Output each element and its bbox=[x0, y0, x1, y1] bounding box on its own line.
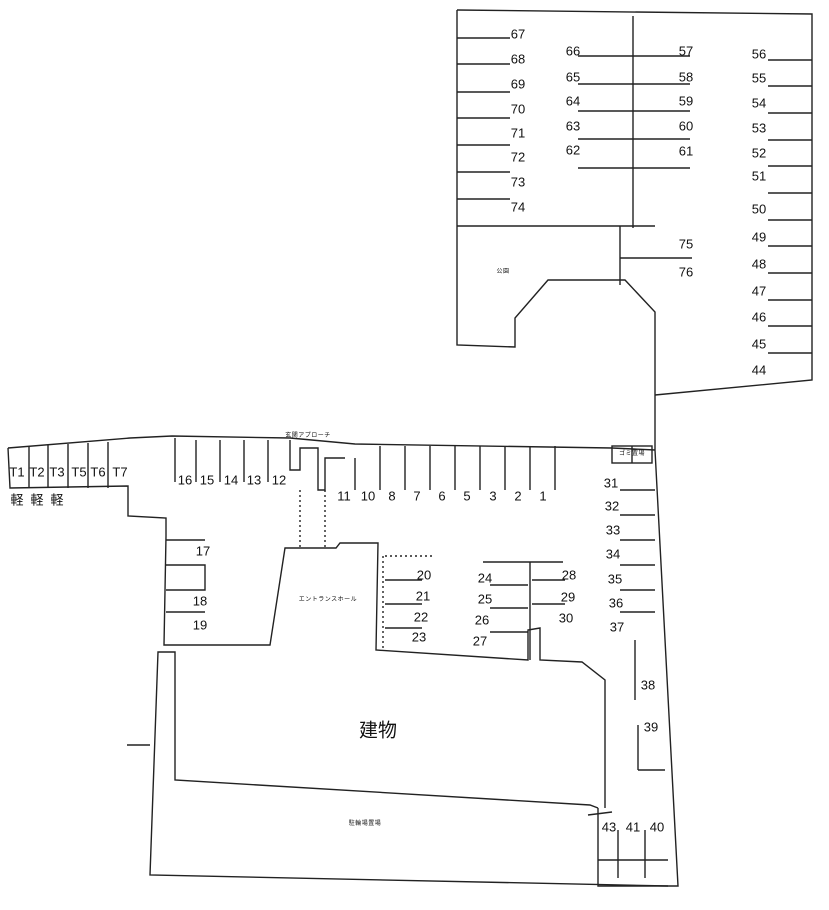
space-label: 69 bbox=[510, 76, 526, 92]
space-label: 11 bbox=[337, 488, 351, 504]
space-label: 45 bbox=[751, 336, 767, 352]
tandem-space-label: T7 bbox=[112, 464, 128, 480]
tandem-space-label: T1 bbox=[9, 464, 25, 480]
space-label: 63 bbox=[565, 118, 581, 134]
space-label: 17 bbox=[195, 543, 211, 559]
space-label: 26 bbox=[474, 612, 490, 628]
space-label: 41 bbox=[625, 819, 641, 835]
kei-label: 軽 bbox=[10, 492, 24, 508]
space-label: 68 bbox=[510, 51, 526, 67]
space-label: 37 bbox=[609, 619, 625, 635]
space-label: 23 bbox=[411, 629, 427, 645]
space-label: 72 bbox=[510, 149, 526, 165]
space-label: 6 bbox=[438, 488, 446, 504]
space-label: 59 bbox=[678, 93, 694, 109]
space-label: 75 bbox=[678, 236, 694, 252]
space-label: 76 bbox=[678, 264, 694, 280]
space-label: 57 bbox=[678, 43, 694, 59]
space-label: 74 bbox=[510, 199, 526, 215]
space-label: 39 bbox=[643, 719, 659, 735]
kei-label: 軽 bbox=[50, 492, 64, 508]
bottom-area-label: 駐輪場置場 bbox=[348, 821, 382, 827]
space-label: 30 bbox=[558, 610, 574, 626]
tandem-space-label: T2 bbox=[29, 464, 45, 480]
space-label: 61 bbox=[678, 143, 694, 159]
space-label: 31 bbox=[603, 475, 619, 491]
space-label: 3 bbox=[489, 488, 497, 504]
space-label: 48 bbox=[751, 256, 767, 272]
space-label: 16 bbox=[177, 472, 193, 488]
space-label: 52 bbox=[751, 145, 767, 161]
space-label: 5 bbox=[463, 488, 471, 504]
space-label: 27 bbox=[472, 633, 488, 649]
space-label: 40 bbox=[649, 819, 665, 835]
tandem-space-label: T3 bbox=[49, 464, 65, 480]
garbage-label: ゴミ置場 bbox=[618, 451, 646, 457]
tandem-space-label: T6 bbox=[90, 464, 106, 480]
space-label: 18 bbox=[192, 593, 208, 609]
space-label: 32 bbox=[604, 498, 620, 514]
space-label: 60 bbox=[678, 118, 694, 134]
space-label: 54 bbox=[751, 95, 767, 111]
space-label: 55 bbox=[751, 70, 767, 86]
space-label: 46 bbox=[751, 309, 767, 325]
space-label: 56 bbox=[751, 46, 767, 62]
space-label: 71 bbox=[510, 125, 526, 141]
space-label: 65 bbox=[565, 69, 581, 85]
space-label: 21 bbox=[415, 588, 431, 604]
space-label: 49 bbox=[751, 229, 767, 245]
space-label: 43 bbox=[601, 819, 617, 835]
space-label: 22 bbox=[413, 609, 429, 625]
space-label: 1 bbox=[539, 488, 547, 504]
building-label: 建物 bbox=[358, 720, 398, 742]
space-label: 20 bbox=[416, 567, 432, 583]
space-label: 53 bbox=[751, 120, 767, 136]
space-label: 7 bbox=[413, 488, 421, 504]
space-label: 14 bbox=[223, 472, 239, 488]
space-label: 10 bbox=[360, 488, 376, 504]
space-label: 66 bbox=[565, 43, 581, 59]
space-label: 35 bbox=[607, 571, 623, 587]
space-label: 36 bbox=[608, 595, 624, 611]
space-label: 15 bbox=[199, 472, 215, 488]
space-label: 58 bbox=[678, 69, 694, 85]
space-label: 25 bbox=[477, 591, 493, 607]
approach-label: 玄関アプローチ bbox=[285, 433, 331, 439]
space-label: 38 bbox=[640, 677, 656, 693]
space-label: 73 bbox=[510, 174, 526, 190]
space-label: 29 bbox=[560, 589, 576, 605]
entrance-hall-label: エントランスホール bbox=[298, 597, 358, 603]
space-label: 44 bbox=[751, 362, 767, 378]
space-label: 67 bbox=[510, 26, 526, 42]
space-label: 51 bbox=[751, 168, 767, 184]
space-label: 62 bbox=[565, 142, 581, 158]
space-label: 24 bbox=[477, 570, 493, 586]
space-label: 8 bbox=[388, 488, 396, 504]
space-label: 12 bbox=[271, 472, 287, 488]
space-label: 70 bbox=[510, 101, 526, 117]
kei-label: 軽 bbox=[30, 492, 44, 508]
space-label: 34 bbox=[605, 546, 621, 562]
space-label: 64 bbox=[565, 93, 581, 109]
tandem-space-label: T5 bbox=[71, 464, 87, 480]
space-label: 47 bbox=[751, 283, 767, 299]
space-label: 13 bbox=[246, 472, 262, 488]
space-label: 33 bbox=[605, 522, 621, 538]
space-label: 2 bbox=[514, 488, 522, 504]
space-label: 19 bbox=[192, 617, 208, 633]
park-label: 公園 bbox=[496, 269, 510, 275]
space-label: 50 bbox=[751, 201, 767, 217]
space-label: 28 bbox=[561, 567, 577, 583]
